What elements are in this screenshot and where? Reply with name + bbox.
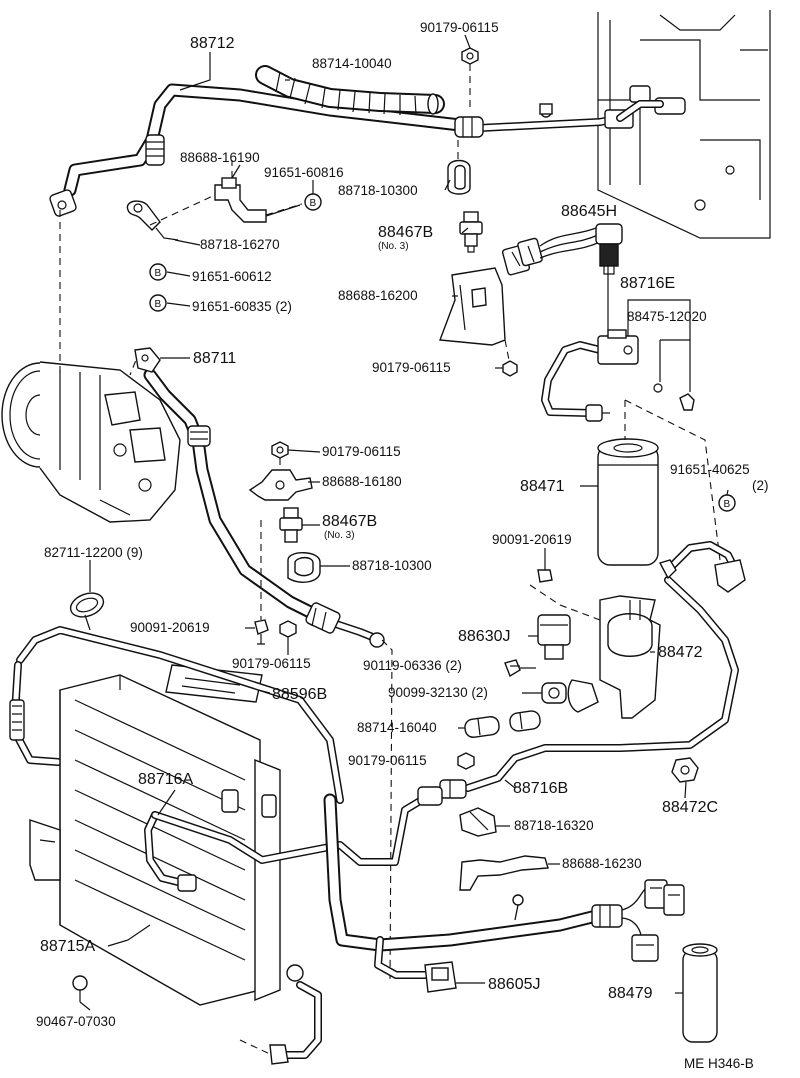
pressure-switch-88467b-top (459, 211, 483, 253)
receiver-bracket-88472 (529, 569, 661, 719)
liquid-pipe-88716e (541, 265, 695, 422)
bracket-88688-16180 (248, 458, 313, 501)
label-plate-88596b (165, 664, 263, 703)
discharge-hose-88711 (134, 347, 393, 981)
nut-90179-06115-last (457, 752, 475, 770)
liquid-pipe-88716b (439, 541, 746, 799)
label-88472c: 88472C (662, 799, 718, 816)
bolt-90091-20619-left (254, 520, 269, 645)
part-labels: 88712 88714-10040 90179-06115 88688-1619… (36, 20, 769, 1071)
discharge-pipe-88716a (144, 786, 443, 892)
engine-block-outline (597, 10, 771, 239)
leader-lines (79, 34, 729, 1011)
label-82711-12200: 82711-12200 (9) (44, 545, 143, 560)
label-88714-16040: 88714-16040 (357, 720, 437, 735)
seal-88472c (671, 757, 699, 783)
label-88645h: 88645H (561, 203, 617, 220)
harness-88645h (501, 223, 623, 276)
label-88714-10040: 88714-10040 (312, 56, 392, 71)
label-88596b: 88596B (272, 686, 327, 703)
ac-compressor (1, 210, 181, 523)
canister-88479 (682, 943, 718, 1043)
label-90179-06115-lower: 90179-06115 (322, 444, 401, 459)
svg-text:B: B (155, 268, 162, 279)
label-88688-16230: 88688-16230 (562, 856, 642, 871)
label-90179-06115-last: 90179-06115 (348, 753, 427, 768)
receiver-dryer-88471 (597, 399, 721, 566)
clamp-88718-16320 (459, 807, 497, 837)
label-88715a: 88715A (40, 938, 95, 955)
label-90099-32130: 90099-32130 (2) (388, 685, 488, 700)
bolt-marker-91651-60816: B (304, 193, 322, 211)
label-88718-16270: 88718-16270 (200, 237, 280, 252)
discharge-hose-88605j (323, 793, 685, 993)
label-88716a: 88716A (138, 771, 193, 788)
nut-90179-06115-lower (271, 441, 289, 459)
insulation-88714-16040 (464, 710, 541, 738)
clamp-88718-16270 (126, 194, 216, 241)
bracket-88688-16190 (214, 160, 303, 223)
label-91651-40625-qty: (2) (752, 478, 769, 493)
label-91651-60816: 91651-60816 (264, 165, 344, 180)
bracket-88688-16230 (459, 855, 549, 891)
label-88467b-top-no: (No. 3) (378, 241, 409, 252)
condenser-88715a-assembly (9, 626, 344, 1065)
label-90091-20619-right: 90091-20619 (492, 532, 572, 547)
insulation-tube-88714-10040 (255, 65, 445, 116)
svg-text:B: B (155, 299, 162, 310)
label-90119-06336: 90119-06336 (2) (363, 658, 462, 673)
clip-90467-07030 (72, 975, 88, 1002)
clamp-82711-12200 (69, 592, 105, 631)
label-88718-10300-lower: 88718-10300 (352, 558, 432, 573)
label-88712: 88712 (190, 35, 235, 52)
label-91651-60612: 91651-60612 (192, 269, 272, 284)
label-90179-06115-bottom: 90179-06115 (232, 656, 311, 671)
label-88716e: 88716E (620, 275, 675, 292)
bolt-marker-91651-40625: B (718, 494, 736, 512)
label-88716b: 88716B (513, 780, 568, 797)
svg-text:B: B (724, 499, 731, 510)
label-88718-10300-top: 88718-10300 (338, 183, 418, 198)
label-88475-12020: 88475-12020 (627, 309, 707, 324)
suction-hose-88712 (49, 83, 686, 217)
label-88718-16320: 88718-16320 (514, 818, 594, 833)
bolt-marker-91651-60835: B (149, 294, 167, 312)
label-90091-20619-left: 90091-20619 (130, 620, 210, 635)
label-91651-60835: 91651-60835 (2) (192, 299, 292, 314)
label-88467b-top: 88467B (378, 224, 433, 241)
label-90179-06115-top: 90179-06115 (420, 20, 499, 35)
bolt-marker-91651-60612: B (149, 263, 167, 281)
pressure-switch-88630j (537, 614, 571, 660)
label-88630j: 88630J (458, 628, 511, 645)
label-90179-06115-mid: 90179-06115 (372, 360, 451, 375)
label-88471: 88471 (520, 478, 565, 495)
label-90467-07030: 90467-07030 (36, 1014, 116, 1029)
label-88605j: 88605J (488, 976, 541, 993)
bolt-90119-06336 (504, 659, 536, 678)
clamp-88718-10300-top (447, 140, 471, 195)
svg-text:B: B (310, 198, 317, 209)
cushion-90099-32130 (541, 682, 567, 704)
clamp-88718-10300-lower (287, 552, 321, 583)
label-88711: 88711 (193, 350, 236, 367)
pressure-switch-88467b-lower (279, 507, 303, 543)
diagram-code: ME H346-B (684, 1056, 754, 1071)
label-88467b-lower: 88467B (322, 513, 377, 530)
label-91651-40625: 91651-40625 (670, 462, 750, 477)
label-88688-16200: 88688-16200 (338, 288, 418, 303)
nut-90179-06115-bottom (279, 620, 297, 638)
label-88479: 88479 (608, 985, 653, 1002)
label-88688-16190: 88688-16190 (180, 150, 260, 165)
nut-90179-06115-top (461, 47, 479, 112)
label-88467b-lower-no: (No. 3) (324, 530, 355, 541)
label-88688-16180: 88688-16180 (322, 474, 402, 489)
label-88472: 88472 (658, 644, 703, 661)
bracket-88688-16200 (439, 267, 518, 377)
